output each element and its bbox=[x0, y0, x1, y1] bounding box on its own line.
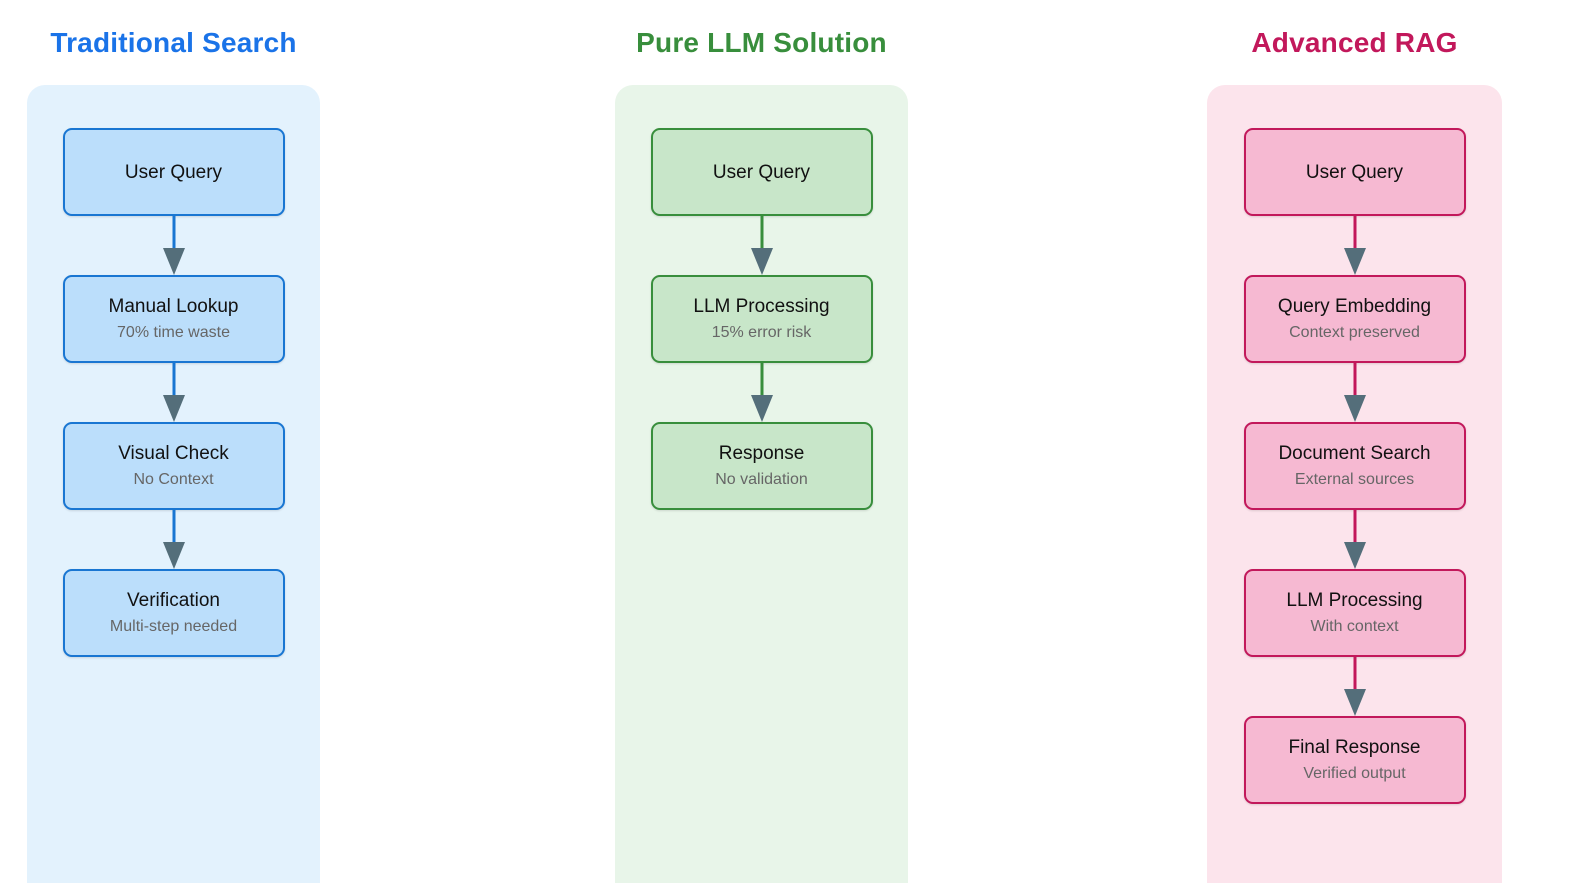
down-arrow bbox=[27, 363, 320, 422]
arrow-line bbox=[172, 216, 175, 260]
down-arrow bbox=[27, 510, 320, 569]
flow-step-box: User Query bbox=[1243, 128, 1466, 216]
flow-column-pure-llm-solution: Pure LLM Solution User Query LLM Process… bbox=[615, 0, 908, 883]
step-sublabel: External sources bbox=[1294, 471, 1415, 488]
down-arrow bbox=[1207, 657, 1502, 716]
step-label: Document Search bbox=[1278, 443, 1431, 464]
step-label: Query Embedding bbox=[1277, 296, 1432, 317]
step-sublabel: Verified output bbox=[1303, 765, 1406, 782]
arrow-line bbox=[760, 216, 763, 260]
step-label: User Query bbox=[1305, 161, 1404, 183]
flow-step-box: LLM Processing With context bbox=[1243, 569, 1466, 657]
arrowhead-icon bbox=[162, 248, 185, 275]
column-title: Advanced RAG bbox=[1251, 27, 1458, 58]
arrowhead-icon bbox=[750, 395, 773, 422]
arrow-line bbox=[172, 363, 175, 407]
arrow-line bbox=[760, 363, 763, 407]
arrow-line bbox=[172, 510, 175, 554]
flow-step-box: Response No validation bbox=[650, 422, 873, 510]
step-label: Verification bbox=[127, 590, 220, 611]
arrow-line bbox=[1353, 657, 1356, 701]
arrow-line bbox=[1353, 363, 1356, 407]
flow-column-advanced-rag: Advanced RAG User Query Query Embedding … bbox=[1207, 0, 1502, 883]
flow-step-box: Final Response Verified output bbox=[1243, 716, 1466, 804]
arrowhead-icon bbox=[1343, 248, 1366, 275]
arrowhead-icon bbox=[1343, 689, 1366, 716]
step-label: Final Response bbox=[1288, 737, 1421, 758]
step-sublabel: With context bbox=[1310, 618, 1399, 635]
arrow-line bbox=[1353, 510, 1356, 554]
flow-step-box: LLM Processing 15% error risk bbox=[650, 275, 873, 363]
step-sublabel: No Context bbox=[133, 471, 214, 488]
down-arrow bbox=[1207, 216, 1502, 275]
arrowhead-icon bbox=[750, 248, 773, 275]
step-sublabel: 15% error risk bbox=[711, 324, 812, 341]
down-arrow bbox=[1207, 363, 1502, 422]
flow-step-box: Manual Lookup 70% time waste bbox=[62, 275, 285, 363]
step-label: User Query bbox=[124, 161, 223, 183]
step-sublabel: No validation bbox=[715, 471, 808, 488]
step-sublabel: 70% time waste bbox=[117, 324, 230, 341]
down-arrow bbox=[615, 363, 908, 422]
down-arrow bbox=[615, 216, 908, 275]
down-arrow bbox=[1207, 510, 1502, 569]
step-label: Manual Lookup bbox=[108, 296, 239, 317]
step-label: Visual Check bbox=[118, 443, 229, 464]
column-panel: User Query Manual Lookup 70% time waste … bbox=[27, 85, 320, 883]
arrowhead-icon bbox=[162, 542, 185, 569]
step-sublabel: Multi-step needed bbox=[109, 618, 238, 635]
flow-column-traditional-search: Traditional Search User Query Manual Loo… bbox=[27, 0, 320, 883]
arrowhead-icon bbox=[162, 395, 185, 422]
down-arrow bbox=[27, 216, 320, 275]
arrowhead-icon bbox=[1343, 395, 1366, 422]
column-panel: User Query Query Embedding Context prese… bbox=[1207, 85, 1502, 883]
step-sublabel: Context preserved bbox=[1289, 324, 1420, 341]
column-title: Pure LLM Solution bbox=[636, 27, 887, 58]
flow-step-box: Verification Multi-step needed bbox=[62, 569, 285, 657]
step-label: LLM Processing bbox=[693, 296, 830, 317]
flow-step-box: User Query bbox=[62, 128, 285, 216]
flow-step-box: Document Search External sources bbox=[1243, 422, 1466, 510]
column-title: Traditional Search bbox=[50, 27, 297, 58]
arrow-line bbox=[1353, 216, 1356, 260]
flow-step-box: Visual Check No Context bbox=[62, 422, 285, 510]
column-panel: User Query LLM Processing 15% error risk… bbox=[615, 85, 908, 883]
step-label: Response bbox=[718, 443, 805, 464]
arrowhead-icon bbox=[1343, 542, 1366, 569]
step-label: LLM Processing bbox=[1286, 590, 1423, 611]
flow-step-box: Query Embedding Context preserved bbox=[1243, 275, 1466, 363]
step-label: User Query bbox=[712, 161, 811, 183]
flow-step-box: User Query bbox=[650, 128, 873, 216]
